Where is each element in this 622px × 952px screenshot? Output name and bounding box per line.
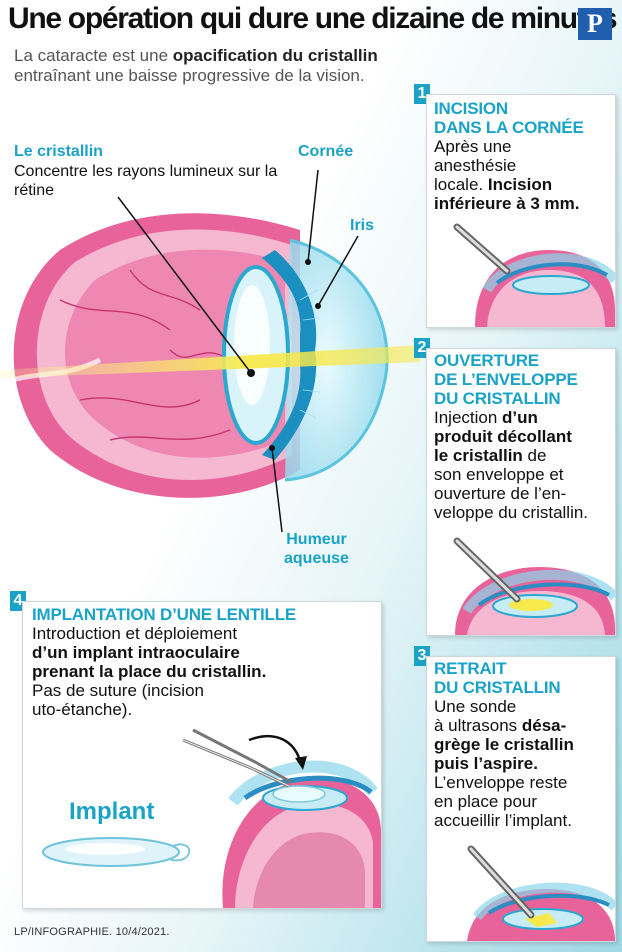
step-2-title-3: DU CRISTALLIN bbox=[434, 389, 561, 408]
step-4-text-2b: d’un implant intraoculaire bbox=[32, 643, 240, 662]
page-title: Une opération qui dure une dizaine de mi… bbox=[8, 2, 618, 35]
step-3-text-3b: grège le cristallin bbox=[434, 735, 574, 754]
step-2-text-3b: le cristallin bbox=[434, 446, 523, 465]
step-3-text-2b: désa- bbox=[521, 716, 567, 735]
step-1-text-4b: inférieure à 3 mm. bbox=[434, 194, 580, 213]
step-4-text-3b: prenant la place du cristallin. bbox=[32, 662, 267, 681]
step-3-text-4b: puis l’aspire. bbox=[434, 754, 538, 773]
step-2-panel: OUVERTURE DE L’ENVELOPPE DU CRISTALLIN I… bbox=[426, 348, 616, 636]
label-humeur-aqueuse: Humeur aqueuse bbox=[284, 530, 349, 568]
step-1-title-2: DANS LA CORNÉE bbox=[434, 118, 584, 137]
step-2-text-1: Injection bbox=[434, 408, 503, 427]
eye-surgery-3-icon bbox=[467, 845, 615, 941]
step-3-text-7: accueillir l’implant. bbox=[434, 811, 572, 830]
step-1-text-3: locale. bbox=[434, 175, 488, 194]
step-1-title-1: INCISION bbox=[434, 99, 508, 118]
step-2-text-6: veloppe du cristallin. bbox=[434, 503, 589, 522]
step-2-title-1: OUVERTURE bbox=[434, 351, 539, 370]
step-2-text-1b: d’un bbox=[502, 408, 538, 427]
step-1-panel: INCISION DANS LA CORNÉE Après une anesth… bbox=[426, 94, 616, 328]
step-3-panel: RETRAIT DU CRISTALLIN Une sonde à ultras… bbox=[426, 656, 616, 942]
lens-implant-icon bbox=[42, 728, 381, 908]
label-cornee: Cornée bbox=[298, 143, 354, 160]
label-iris: Iris bbox=[350, 217, 375, 234]
step-2-title-2: DE L’ENVELOPPE bbox=[434, 370, 578, 389]
step-3-title-1: RETRAIT bbox=[434, 659, 507, 678]
publisher-logo: P bbox=[578, 8, 612, 40]
step-1-text-1: Après une bbox=[434, 137, 512, 156]
step-2-text-4: son enveloppe et bbox=[434, 465, 564, 484]
humeur-line2: aqueuse bbox=[284, 550, 349, 567]
step-4-panel: IMPLANTATION D’UNE LENTILLE Introduction… bbox=[22, 601, 382, 909]
step-1-text-3b: Incision bbox=[487, 175, 553, 194]
step-3-text-5: L’enveloppe reste bbox=[434, 773, 568, 792]
credit: LP/INFOGRAPHIE. 10/4/2021. bbox=[14, 926, 170, 938]
step-2-text-2b: produit décollant bbox=[434, 427, 572, 446]
step-3-text-6: en place pour bbox=[434, 792, 538, 811]
step-4-text-5: uto-étanche). bbox=[32, 700, 133, 719]
step-4-text-4: Pas de suture (incision bbox=[32, 681, 204, 700]
step-2-text-3: de bbox=[522, 446, 547, 465]
step-4-text-1: Introduction et déploiement bbox=[32, 624, 238, 643]
step-3-title-2: DU CRISTALLIN bbox=[434, 678, 561, 697]
step-1-text-2: anesthésie bbox=[434, 156, 517, 175]
step-2-text-5: ouverture de l’en- bbox=[434, 484, 567, 503]
intro-text: La cataracte est une opacification du cr… bbox=[14, 46, 424, 86]
label-cristallin: Le cristallin bbox=[14, 143, 103, 160]
intro-bold: opacification du cristallin bbox=[172, 46, 378, 65]
step-4-title: IMPLANTATION D’UNE LENTILLE bbox=[32, 605, 297, 624]
step-3-text-2: à ultrasons bbox=[434, 716, 522, 735]
eye-surgery-1-icon bbox=[453, 223, 615, 327]
step-3-text-1: Une sonde bbox=[434, 697, 517, 716]
humeur-line1: Humeur bbox=[286, 531, 347, 548]
implant-label: Implant bbox=[69, 798, 155, 825]
label-cristallin-desc: Concentre les rayons lumineux sur la rét… bbox=[14, 163, 278, 199]
intro-post: entraînant une baisse progressive de la … bbox=[14, 66, 365, 85]
intro-pre: La cataracte est une bbox=[14, 46, 173, 65]
eye-surgery-2-icon bbox=[453, 537, 615, 635]
